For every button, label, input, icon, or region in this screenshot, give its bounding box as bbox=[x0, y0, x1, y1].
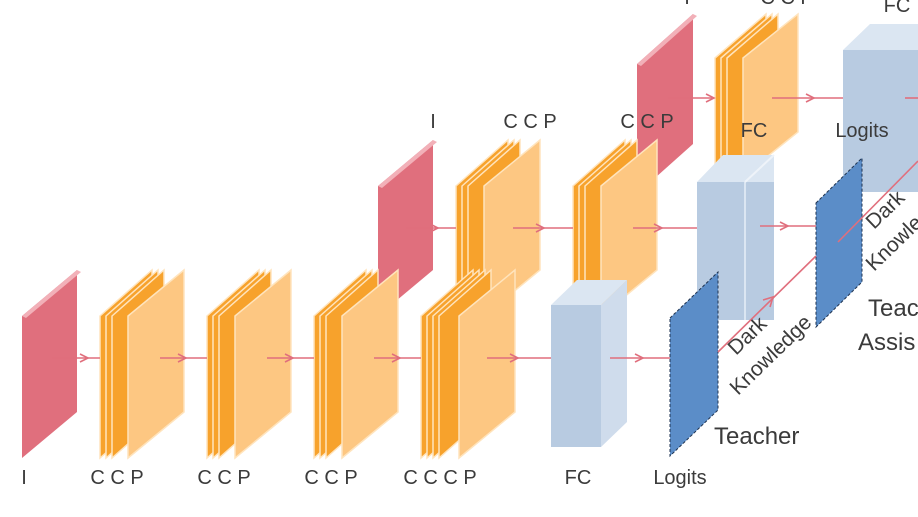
teacher-assistant-name-line2: Assis bbox=[858, 329, 915, 356]
top-conv-block bbox=[714, 12, 799, 178]
top-label-ccp: C C P bbox=[760, 0, 813, 9]
bottom-conv-block-3 bbox=[313, 268, 399, 460]
middle-input-layer bbox=[378, 140, 437, 316]
middle-label-logits: Logits bbox=[835, 120, 888, 142]
bottom-label-ccp-1: C C P bbox=[90, 467, 143, 489]
middle-label-fc: FC bbox=[741, 120, 768, 142]
middle-network: I C C P C C P FC Logits Teac Assis bbox=[378, 111, 918, 356]
bottom-conv-block-2 bbox=[206, 268, 292, 460]
top-label-i: I bbox=[684, 0, 690, 9]
bottom-label-i: I bbox=[21, 467, 27, 489]
middle-label-ccp-2: C C P bbox=[620, 111, 673, 133]
middle-label-i: I bbox=[430, 111, 436, 133]
bottom-logits-layer bbox=[669, 270, 719, 458]
teacher-assistant-name-line1: Teac bbox=[868, 295, 918, 322]
top-network: I C C P FC bbox=[637, 0, 918, 194]
bottom-conv-block-1 bbox=[99, 268, 185, 460]
middle-arrows bbox=[406, 160, 918, 243]
middle-label-ccp-1: C C P bbox=[503, 111, 556, 133]
middle-conv-block-2 bbox=[572, 138, 658, 318]
middle-logits-layer bbox=[815, 156, 863, 329]
bottom-network: I C C P C C P C C P C C C P FC Logits Te… bbox=[21, 255, 817, 489]
bottom-arrows bbox=[52, 255, 817, 363]
bottom-label-ccp-3: C C P bbox=[304, 467, 357, 489]
top-arrows bbox=[668, 93, 918, 103]
bottom-label-fc: FC bbox=[565, 467, 592, 489]
bottom-label-ccp-2: C C P bbox=[197, 467, 250, 489]
top-label-fc: FC bbox=[884, 0, 911, 17]
middle-conv-block-1 bbox=[455, 138, 541, 318]
bottom-conv-block-4 bbox=[420, 268, 516, 460]
teacher-network-name: Teacher bbox=[714, 423, 799, 450]
bottom-fc-block bbox=[551, 280, 627, 447]
bottom-label-logits: Logits bbox=[653, 467, 706, 489]
top-fc-block bbox=[843, 24, 918, 192]
bottom-input-layer bbox=[22, 270, 81, 458]
bottom-label-cccp: C C C P bbox=[403, 467, 476, 489]
